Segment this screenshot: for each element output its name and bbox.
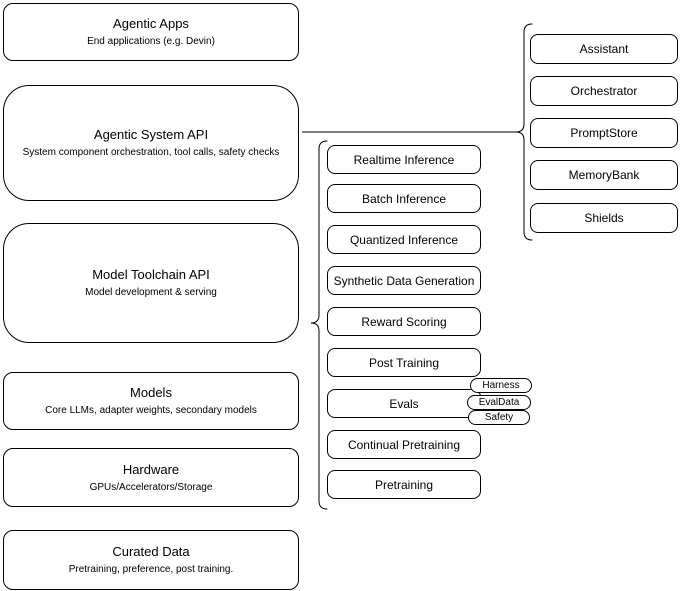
node-label: PromptStore [570, 126, 638, 140]
node-memorybank: MemoryBank [530, 160, 678, 190]
node-label: Assistant [579, 42, 629, 56]
node-label: Continual Pretraining [347, 437, 461, 452]
node-label: Post Training [368, 355, 440, 370]
node-label: Quantized Inference [349, 232, 459, 247]
node-model-toolchain-api: Model Toolchain API Model development & … [3, 223, 299, 343]
node-subtitle: Core LLMs, adapter weights, secondary mo… [45, 405, 257, 416]
node-label: Evals [389, 396, 419, 411]
tag-harness: Harness [470, 378, 532, 393]
node-title: Models [130, 385, 172, 400]
node-subtitle: Pretraining, preference, post training. [68, 564, 234, 575]
node-label: Shields [584, 211, 624, 225]
node-label: Realtime Inference [353, 152, 455, 167]
node-label: Batch Inference [361, 191, 447, 206]
node-hardware: Hardware GPUs/Accelerators/Storage [3, 448, 299, 507]
node-assistant: Assistant [530, 34, 678, 64]
node-realtime-inference: Realtime Inference [327, 145, 481, 174]
node-shields: Shields [530, 203, 678, 233]
node-title: Agentic System API [93, 127, 209, 142]
node-subtitle: GPUs/Accelerators/Storage [89, 481, 213, 493]
node-agentic-system-api: Agentic System API System component orch… [3, 85, 299, 201]
node-title: Agentic Apps [113, 16, 189, 31]
tag-evaldata: EvalData [467, 395, 531, 410]
node-agentic-apps: Agentic Apps End applications (e.g. Devi… [3, 3, 299, 61]
node-label: Orchestrator [570, 84, 638, 98]
node-reward-scoring: Reward Scoring [327, 307, 481, 336]
node-label: MemoryBank [568, 168, 640, 182]
node-title: Curated Data [112, 544, 190, 559]
node-models: Models Core LLMs, adapter weights, secon… [3, 372, 299, 430]
tag-safety: Safety [468, 410, 530, 425]
node-label: Synthetic Data Generation [333, 273, 475, 288]
node-subtitle: System component orchestration, tool cal… [22, 147, 280, 158]
node-label: Reward Scoring [361, 314, 447, 329]
node-continual-pretraining: Continual Pretraining [327, 430, 481, 459]
node-title: Hardware [122, 461, 180, 477]
node-subtitle: Model development & serving [85, 287, 217, 298]
node-pretraining: Pretraining [327, 470, 481, 499]
node-evals: Evals [327, 389, 481, 418]
node-promptstore: PromptStore [530, 118, 678, 148]
node-orchestrator: Orchestrator [530, 76, 678, 106]
node-batch-inference: Batch Inference [327, 184, 481, 213]
tag-label: Safety [484, 412, 514, 423]
brace-toolchain [310, 140, 328, 510]
tag-label: Harness [482, 380, 520, 391]
node-synthetic-data-generation: Synthetic Data Generation [327, 266, 481, 295]
node-post-training: Post Training [327, 348, 481, 377]
node-label: Pretraining [374, 477, 434, 492]
node-quantized-inference: Quantized Inference [327, 225, 481, 254]
node-title: Model Toolchain API [92, 267, 210, 282]
node-subtitle: End applications (e.g. Devin) [87, 36, 215, 47]
node-curated-data: Curated Data Pretraining, preference, po… [3, 530, 299, 590]
tag-label: EvalData [478, 397, 520, 408]
